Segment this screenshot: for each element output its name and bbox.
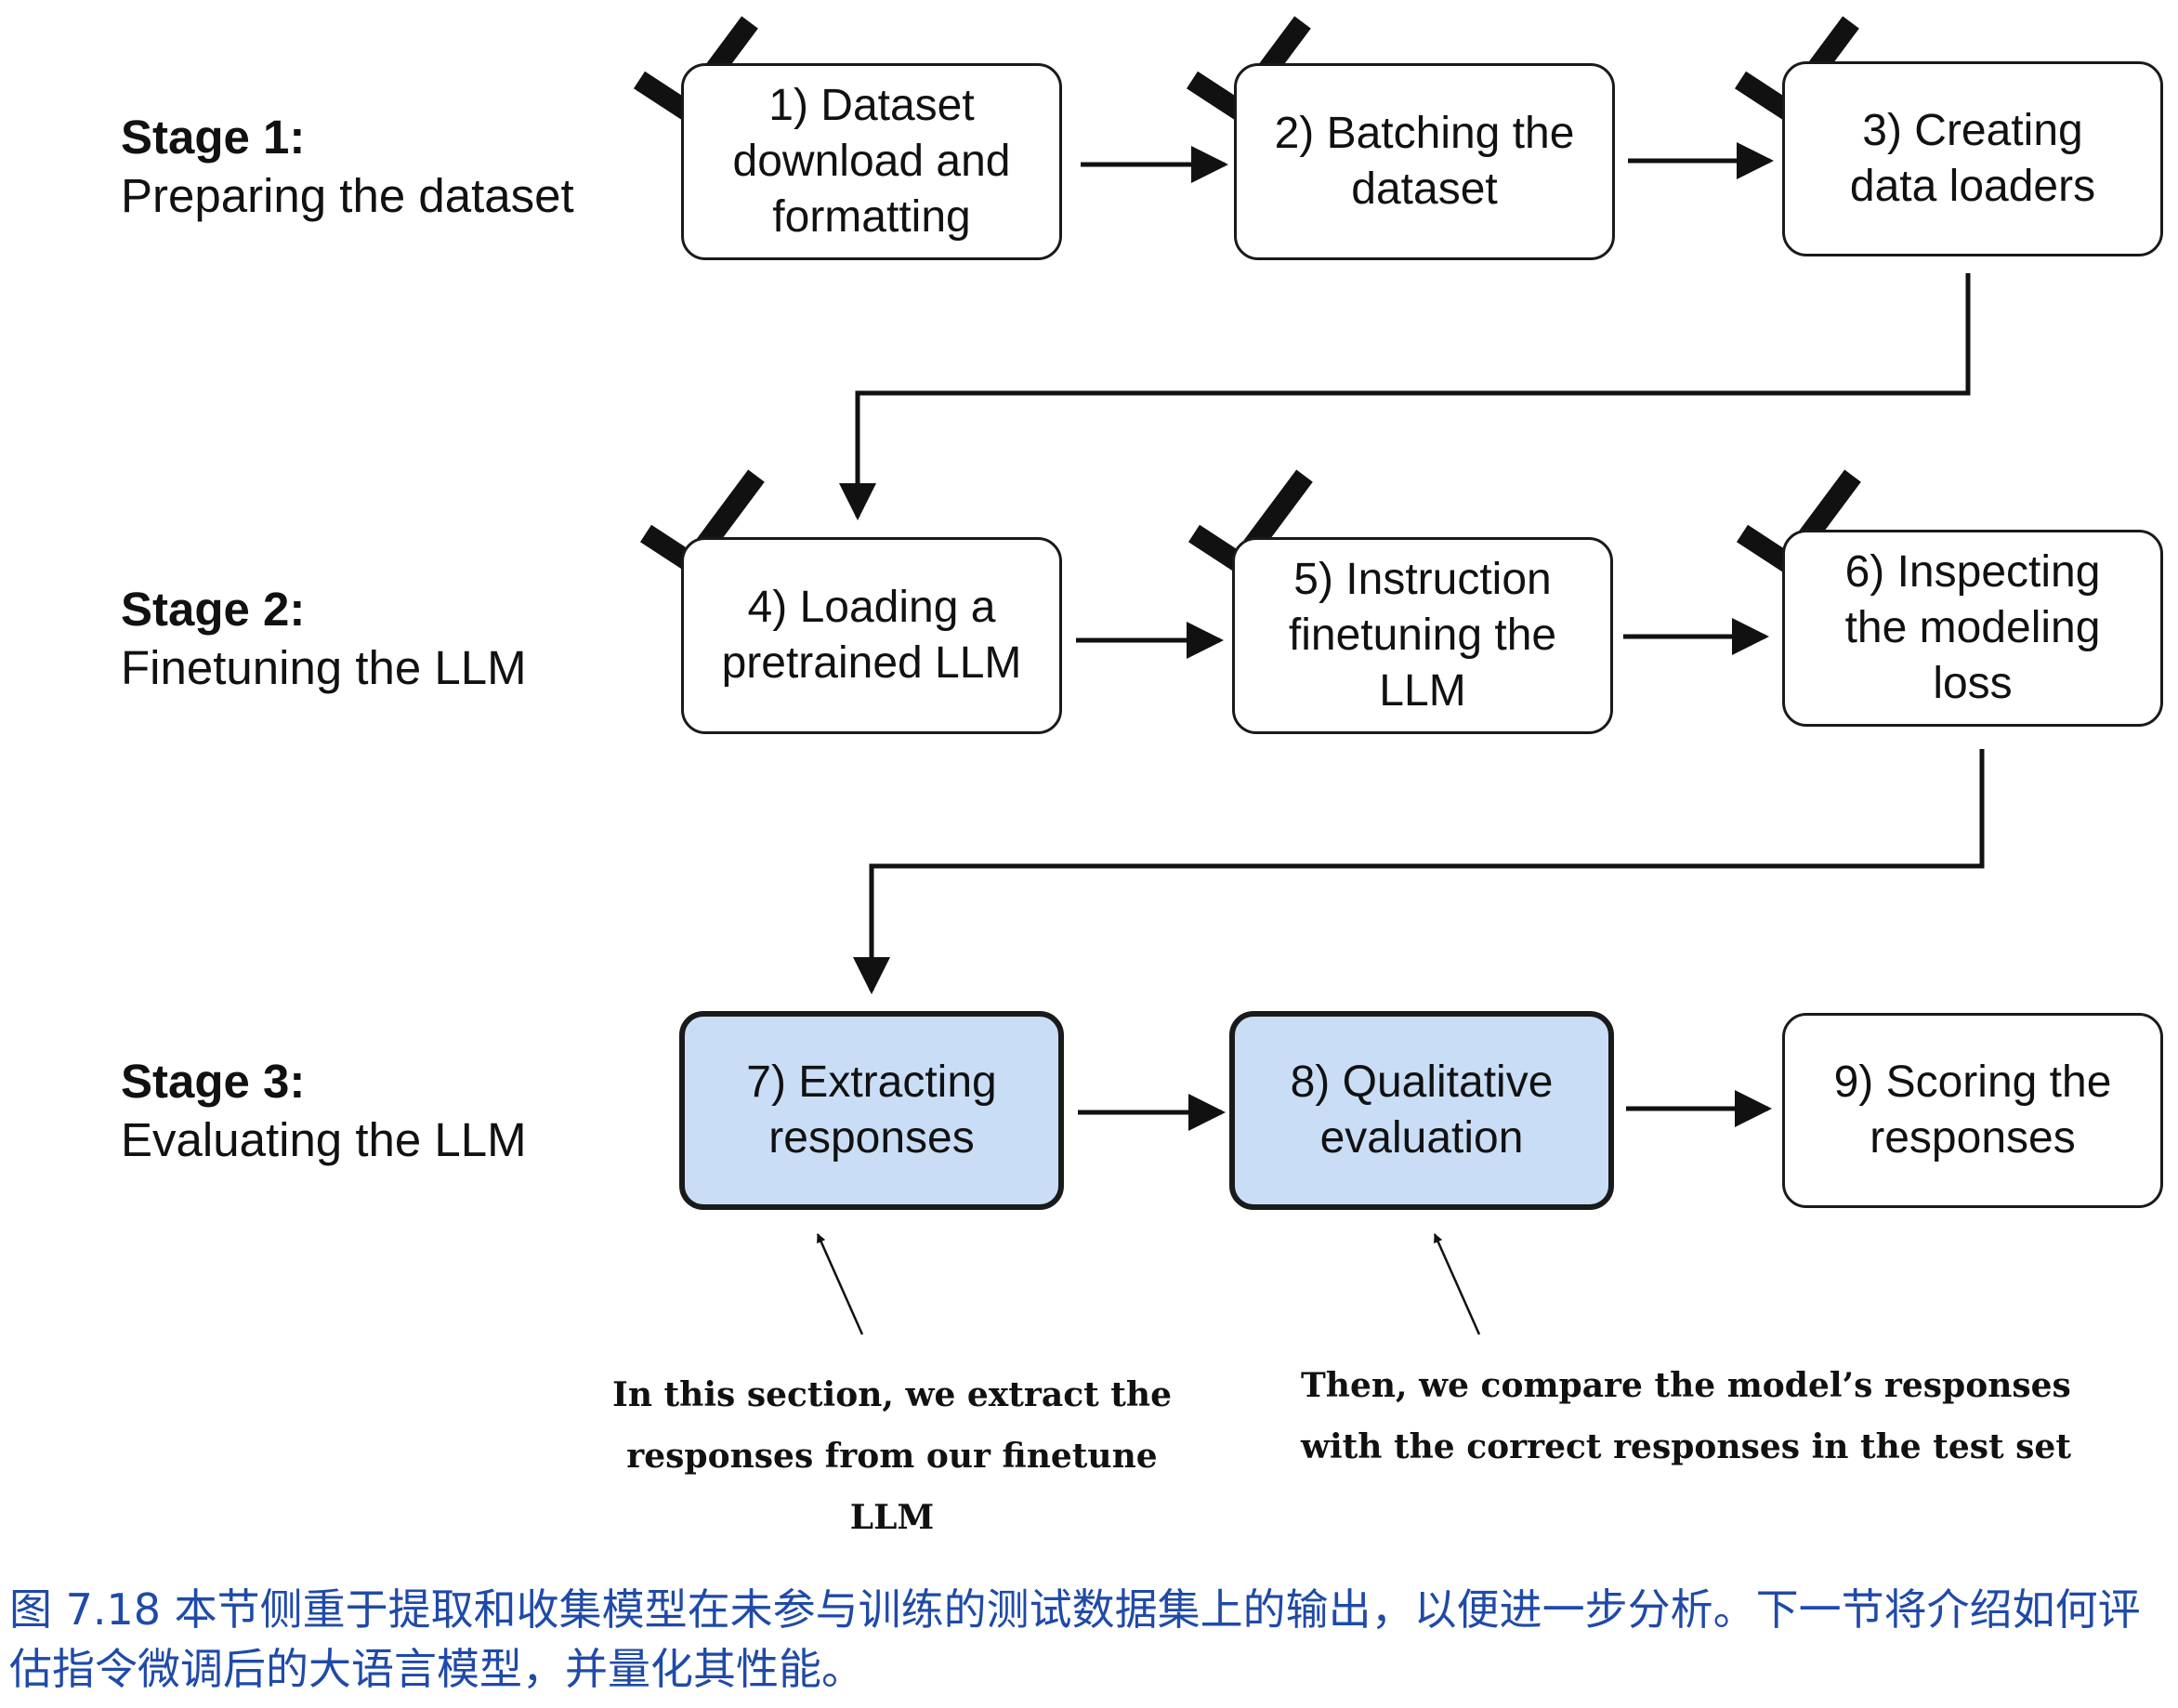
step-3-box: 3) Creating data loaders (1782, 61, 2163, 256)
step-1-label: 1) Dataset download and formatting (732, 81, 1011, 242)
step-7-label: 7) Extracting responses (746, 1058, 997, 1163)
step-9-label: 9) Scoring the responses (1833, 1058, 2112, 1163)
arrow-6-7 (853, 749, 1985, 994)
step-5-label: 5) Instruction finetuning the LLM (1288, 555, 1557, 716)
step-8-label: 8) Qualitative evaluation (1290, 1058, 1554, 1163)
annotation-pointer-2 (1433, 1233, 1481, 1335)
figure-caption: 图 7.18 本节侧重于提取和收集模型在未参与训练的测试数据集上的输出，以便进一… (9, 1584, 2141, 1694)
step-4-label: 4) Loading a pretrained LLM (721, 583, 1022, 688)
annotation-extract: In this section, we extract the response… (612, 1375, 1172, 1537)
step-8-box: 8) Qualitative evaluation (1229, 1011, 1614, 1210)
step-6-label: 6) Inspecting the modeling loss (1844, 547, 2101, 708)
stage-2-label: Stage 2: Finetuning the LLM (121, 580, 527, 697)
stage-3-label: Stage 3: Evaluating the LLM (121, 1052, 527, 1169)
stage-3-title: Stage 3: (121, 1055, 306, 1108)
step-3-label: 3) Creating data loaders (1849, 106, 2096, 211)
stage-1-subtitle: Preparing the dataset (121, 169, 574, 222)
step-2-box: 2) Batching the dataset (1234, 63, 1615, 260)
step-4-box: 4) Loading a pretrained LLM (681, 537, 1062, 734)
step-5-box: 5) Instruction finetuning the LLM (1232, 537, 1613, 734)
step-2-label: 2) Batching the dataset (1274, 109, 1575, 214)
annotation-pointer-1 (816, 1233, 864, 1335)
stage-2-title: Stage 2: (121, 583, 306, 636)
stage-1-title: Stage 1: (121, 111, 306, 164)
step-7-box: 7) Extracting responses (679, 1011, 1064, 1210)
stage-3-subtitle: Evaluating the LLM (121, 1113, 527, 1166)
step-1-box: 1) Dataset download and formatting (681, 63, 1062, 260)
arrow-3-4 (839, 273, 1971, 520)
stage-1-label: Stage 1: Preparing the dataset (121, 108, 574, 225)
annotation-compare: Then, we compare the model’s responses w… (1301, 1366, 2071, 1466)
step-6-box: 6) Inspecting the modeling loss (1782, 530, 2163, 727)
stage-2-subtitle: Finetuning the LLM (121, 641, 527, 694)
step-9-box: 9) Scoring the responses (1782, 1013, 2163, 1208)
